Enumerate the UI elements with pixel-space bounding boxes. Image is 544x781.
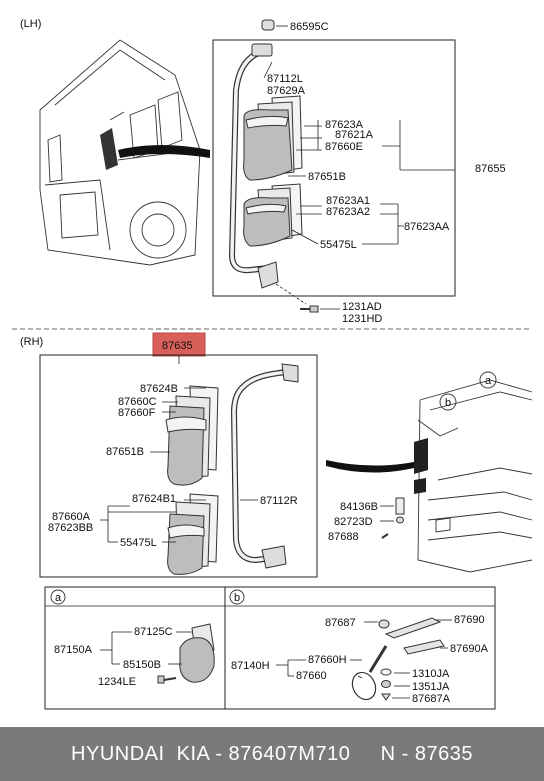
label-87690: 87690: [454, 614, 485, 626]
label-87688: 87688: [328, 531, 359, 543]
detail-b-mirror: [276, 617, 452, 701]
label-87660F: 87660F: [118, 407, 156, 419]
label-87660C: 87660C: [118, 396, 157, 408]
rh-leader-lines: [100, 387, 258, 543]
rh-parts-box: [39, 354, 318, 578]
label-87112R: 87112R: [260, 495, 298, 507]
detail-b-label: b: [234, 592, 240, 604]
label-87660H: 87660H: [308, 654, 347, 666]
label-1234LE: 1234LE: [98, 676, 136, 688]
label-87687: 87687: [325, 617, 356, 629]
label-87624B1: 87624B1: [132, 493, 176, 505]
detail-a-label: a: [55, 592, 62, 604]
label-87635: 87635: [162, 340, 193, 352]
rh-side-parts: [380, 497, 405, 539]
label-1351JA: 1351JA: [412, 681, 450, 693]
detail-b-circle: [229, 589, 245, 605]
lh-pointer-swoosh: [118, 145, 210, 158]
label-87624B: 87624B: [140, 383, 178, 395]
label-85150B: 85150B: [123, 659, 161, 671]
detail-a-circle: [50, 589, 66, 605]
rh-mirror-arm: [230, 363, 299, 569]
label-84136B: 84136B: [340, 501, 378, 513]
label-87629A: 87629A: [267, 85, 306, 97]
label-87660: 87660: [296, 670, 327, 682]
label-87140H: 87140H: [231, 660, 270, 672]
callout-b-marker: b: [445, 397, 451, 409]
lh-parts-box: [212, 39, 456, 297]
rh-pointer-swoosh: [326, 460, 414, 473]
label-87150A: 87150A: [54, 644, 93, 656]
label-87690A: 87690A: [450, 643, 489, 655]
label-55475L-rh: 55475L: [120, 537, 157, 549]
rh-upper-mirror: [165, 385, 219, 486]
label-87125C: 87125C: [134, 626, 173, 638]
label-82723D: 82723D: [334, 516, 373, 528]
label-1231HD: 1231HD: [342, 313, 382, 325]
section-rh-label: (RH): [20, 336, 43, 348]
label-1310JA: 1310JA: [412, 668, 450, 680]
lh-mirror-arm: [228, 43, 279, 289]
detail-box-b: [224, 586, 496, 710]
label-87623A1: 87623A1: [326, 195, 370, 207]
part-number-footer: HYUNDAI KIA - 876407M710 N - 87635: [0, 727, 544, 781]
parts-diagram: (LH): [12, 18, 533, 710]
part-number-highlight: 87635: [152, 332, 206, 364]
label-55475L-lh: 55475L: [320, 239, 357, 251]
rh-truck-illustration: [414, 371, 533, 573]
lh-lower-mirror: [243, 183, 303, 247]
label-1231AD: 1231AD: [342, 301, 382, 313]
label-87621A: 87621A: [335, 129, 374, 141]
label-87660A: 87660A: [52, 511, 91, 523]
section-lh-label: (LH): [20, 18, 41, 30]
label-87660E: 87660E: [325, 141, 363, 153]
label-87623A: 87623A: [325, 119, 364, 131]
label-87687A: 87687A: [412, 693, 451, 705]
label-86595C: 86595C: [290, 21, 329, 33]
detail-a-mirror: [100, 623, 215, 684]
lh-upper-mirror: [243, 95, 303, 181]
label-87655: 87655: [475, 163, 506, 175]
lh-leader-lines: [263, 61, 455, 245]
label-87651B-lh: 87651B: [308, 171, 346, 183]
label-87651B-rh: 87651B: [106, 446, 144, 458]
callout-a-marker: a: [485, 375, 492, 387]
rh-lower-mirror: [167, 493, 219, 575]
lh-cap-icon: [261, 19, 288, 31]
lh-bolt-icon: [275, 283, 340, 313]
label-87623BB: 87623BB: [48, 522, 93, 534]
label-87623A2: 87623A2: [326, 206, 370, 218]
label-87623AA: 87623AA: [404, 221, 450, 233]
label-87112L: 87112L: [267, 73, 303, 85]
